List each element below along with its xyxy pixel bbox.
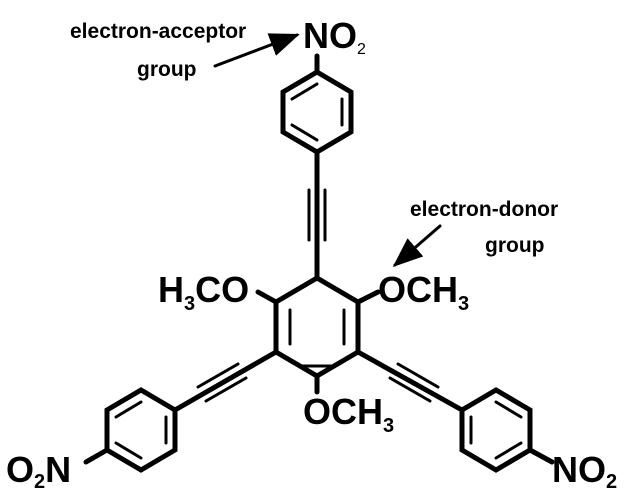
right-methoxy-bond xyxy=(355,289,381,305)
donor-arrow xyxy=(392,224,442,267)
left-alkyne xyxy=(172,349,279,413)
right-methoxy-label: OCH3 xyxy=(378,269,469,315)
left-nitro-label: O2N xyxy=(6,449,71,492)
left-methoxy-label: H3CO xyxy=(158,269,249,315)
acceptor-annotation-line1: electron-acceptor xyxy=(70,20,246,43)
left-methoxy-bond xyxy=(255,289,279,305)
right-phenyl-ring xyxy=(459,387,555,473)
bottom-methoxy-label: OCH3 xyxy=(303,391,394,437)
donor-annotation-line1: electron-donor xyxy=(410,198,558,221)
top-phenyl-ring xyxy=(280,53,354,155)
left-phenyl-ring xyxy=(83,387,178,473)
acceptor-annotation-line2: group xyxy=(137,58,196,81)
top-nitro-label: NO2 xyxy=(303,15,366,58)
central-benzene-ring xyxy=(273,275,361,379)
donor-annotation-line2: group xyxy=(485,234,544,257)
right-alkyne xyxy=(355,349,465,413)
acceptor-arrow xyxy=(213,33,300,68)
top-alkyne xyxy=(307,149,327,281)
right-nitro-label: NO2 xyxy=(552,449,617,492)
